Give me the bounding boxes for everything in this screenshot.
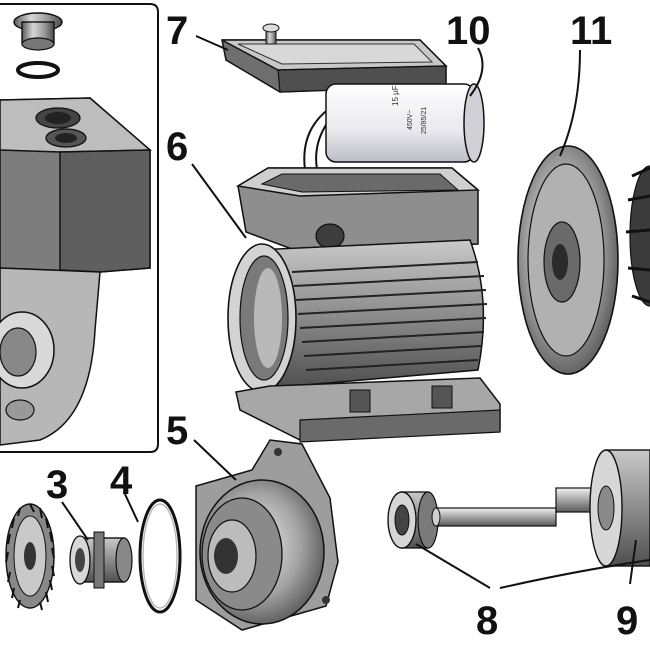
- part-o-ring: [138, 498, 182, 614]
- capacitor-label-3: 25/85/21: [421, 107, 428, 134]
- callout-numbers: 7 10 11 6 5 4 3 8 9: [46, 9, 638, 643]
- callout-6: 6: [166, 125, 188, 169]
- leader-line-8a: [415, 543, 491, 589]
- callout-9: 9: [616, 599, 638, 643]
- leader-line-9: [629, 539, 637, 585]
- leader-line-7: [195, 35, 229, 51]
- cooling-fins: [291, 261, 488, 371]
- leader-line-3: [61, 501, 89, 541]
- callout-7: 7: [166, 9, 188, 53]
- part-rotor-shaft: [431, 449, 650, 567]
- pump-body: [0, 97, 152, 446]
- leader-lines: [61, 35, 650, 589]
- inset-frame: [0, 3, 159, 453]
- part-end-shield: [517, 145, 650, 375]
- part-motor-housing: [227, 167, 501, 443]
- callout-8: 8: [476, 599, 498, 643]
- callout-5: 5: [166, 409, 188, 453]
- leader-line-5: [193, 439, 237, 481]
- callout-10: 10: [446, 9, 491, 53]
- leader-line-8b: [499, 559, 650, 589]
- impeller-partial: [5, 503, 55, 611]
- part-pump-cover: [195, 439, 339, 631]
- callout-11: 11: [570, 9, 612, 53]
- leader-line-6: [191, 163, 247, 239]
- callout-4: 4: [110, 459, 133, 503]
- part-terminal-cover: [221, 23, 448, 93]
- part-bearing: [387, 491, 439, 549]
- callout-3: 3: [46, 463, 68, 507]
- pump-body-inset: [0, 3, 159, 453]
- capacitor-label-1: 15 μF: [391, 85, 400, 106]
- leader-line-10: [469, 47, 484, 97]
- part-mechanical-seal: [69, 531, 133, 589]
- part-capacitor: 15 μF 450V~ 25/85/21: [303, 83, 485, 175]
- drain-plug: [13, 12, 63, 79]
- leader-line-4: [123, 491, 139, 523]
- capacitor-label-2: 450V~: [407, 110, 414, 130]
- leader-line-11: [559, 49, 581, 157]
